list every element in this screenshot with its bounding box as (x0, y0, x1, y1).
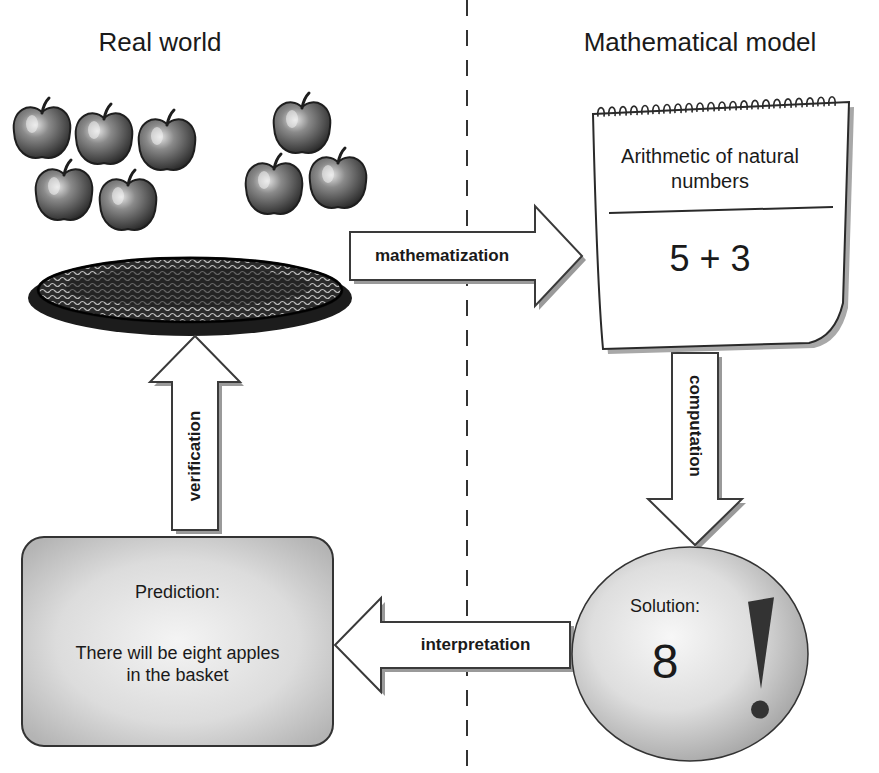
note-paper: Arithmetic of natural numbers 5 + 3 (585, 92, 855, 353)
spiral-loop (763, 100, 770, 109)
apple (310, 148, 367, 208)
spiral-loop (796, 98, 803, 107)
apple (274, 93, 331, 153)
spiral-loop (741, 101, 748, 110)
spiral-loop (642, 106, 649, 115)
spiral-loop (598, 108, 605, 117)
prediction-box: Prediction: There will be eight apples in… (20, 535, 335, 748)
spiral-loop (609, 107, 616, 116)
spiral-loop (664, 105, 671, 114)
spiral-loop (807, 98, 814, 107)
arrow-label: interpretation (421, 636, 531, 655)
block-arrow (350, 206, 586, 310)
expression: 5 + 3 (669, 236, 750, 281)
spiral-loop (818, 97, 825, 106)
spiral-loop (829, 97, 836, 106)
apple (246, 154, 303, 214)
spiral-loop (774, 99, 781, 108)
ellipse-outline (570, 545, 810, 763)
rounded-box (22, 537, 333, 746)
spiral-loop (631, 106, 638, 115)
spiral-loop (653, 105, 660, 114)
arrow-label: verification (186, 411, 205, 502)
exclamation-symbol (748, 597, 774, 689)
spiral-loop (686, 104, 693, 113)
spiral-loop (708, 102, 715, 111)
block-arrow-group (648, 353, 746, 549)
arrow-label: computation (686, 375, 705, 477)
spiral-loop (785, 99, 792, 108)
box-heading: Prediction: (135, 581, 220, 604)
apple (76, 104, 133, 164)
ellipse-shape (572, 547, 808, 761)
block-arrow (648, 353, 742, 545)
paper-outline (585, 92, 855, 353)
exclamation-dot (751, 701, 769, 719)
paper-sheet (593, 102, 849, 349)
block-arrow-group (335, 598, 574, 696)
spiral-loop (620, 107, 627, 116)
region-heading: Mathematical model (584, 28, 817, 57)
apple (14, 98, 71, 158)
block-arrow (335, 598, 570, 692)
block-arrow (150, 336, 244, 534)
spiral-loop (675, 104, 682, 113)
basket (28, 258, 352, 336)
apple (139, 110, 196, 170)
model-heading: Arithmetic of natural numbers (618, 144, 803, 194)
spiral-loop (719, 102, 726, 111)
apple (100, 170, 157, 230)
spiral-loop (697, 103, 704, 112)
ellipse-heading: Solution: (630, 595, 700, 618)
arrow-label: mathematization (375, 247, 509, 266)
solution-ellipse: Solution: 8 (570, 545, 810, 763)
spiral-loop (730, 101, 737, 110)
region-heading: Real world (99, 28, 222, 57)
spiral-loop (752, 100, 759, 109)
solution-number: 8 (652, 632, 679, 692)
apple (36, 160, 93, 220)
separator-line (609, 207, 833, 213)
paper-shadow (598, 107, 854, 354)
rounded-outline (20, 535, 335, 748)
box-body: There will be eight apples in the basket (70, 642, 285, 687)
